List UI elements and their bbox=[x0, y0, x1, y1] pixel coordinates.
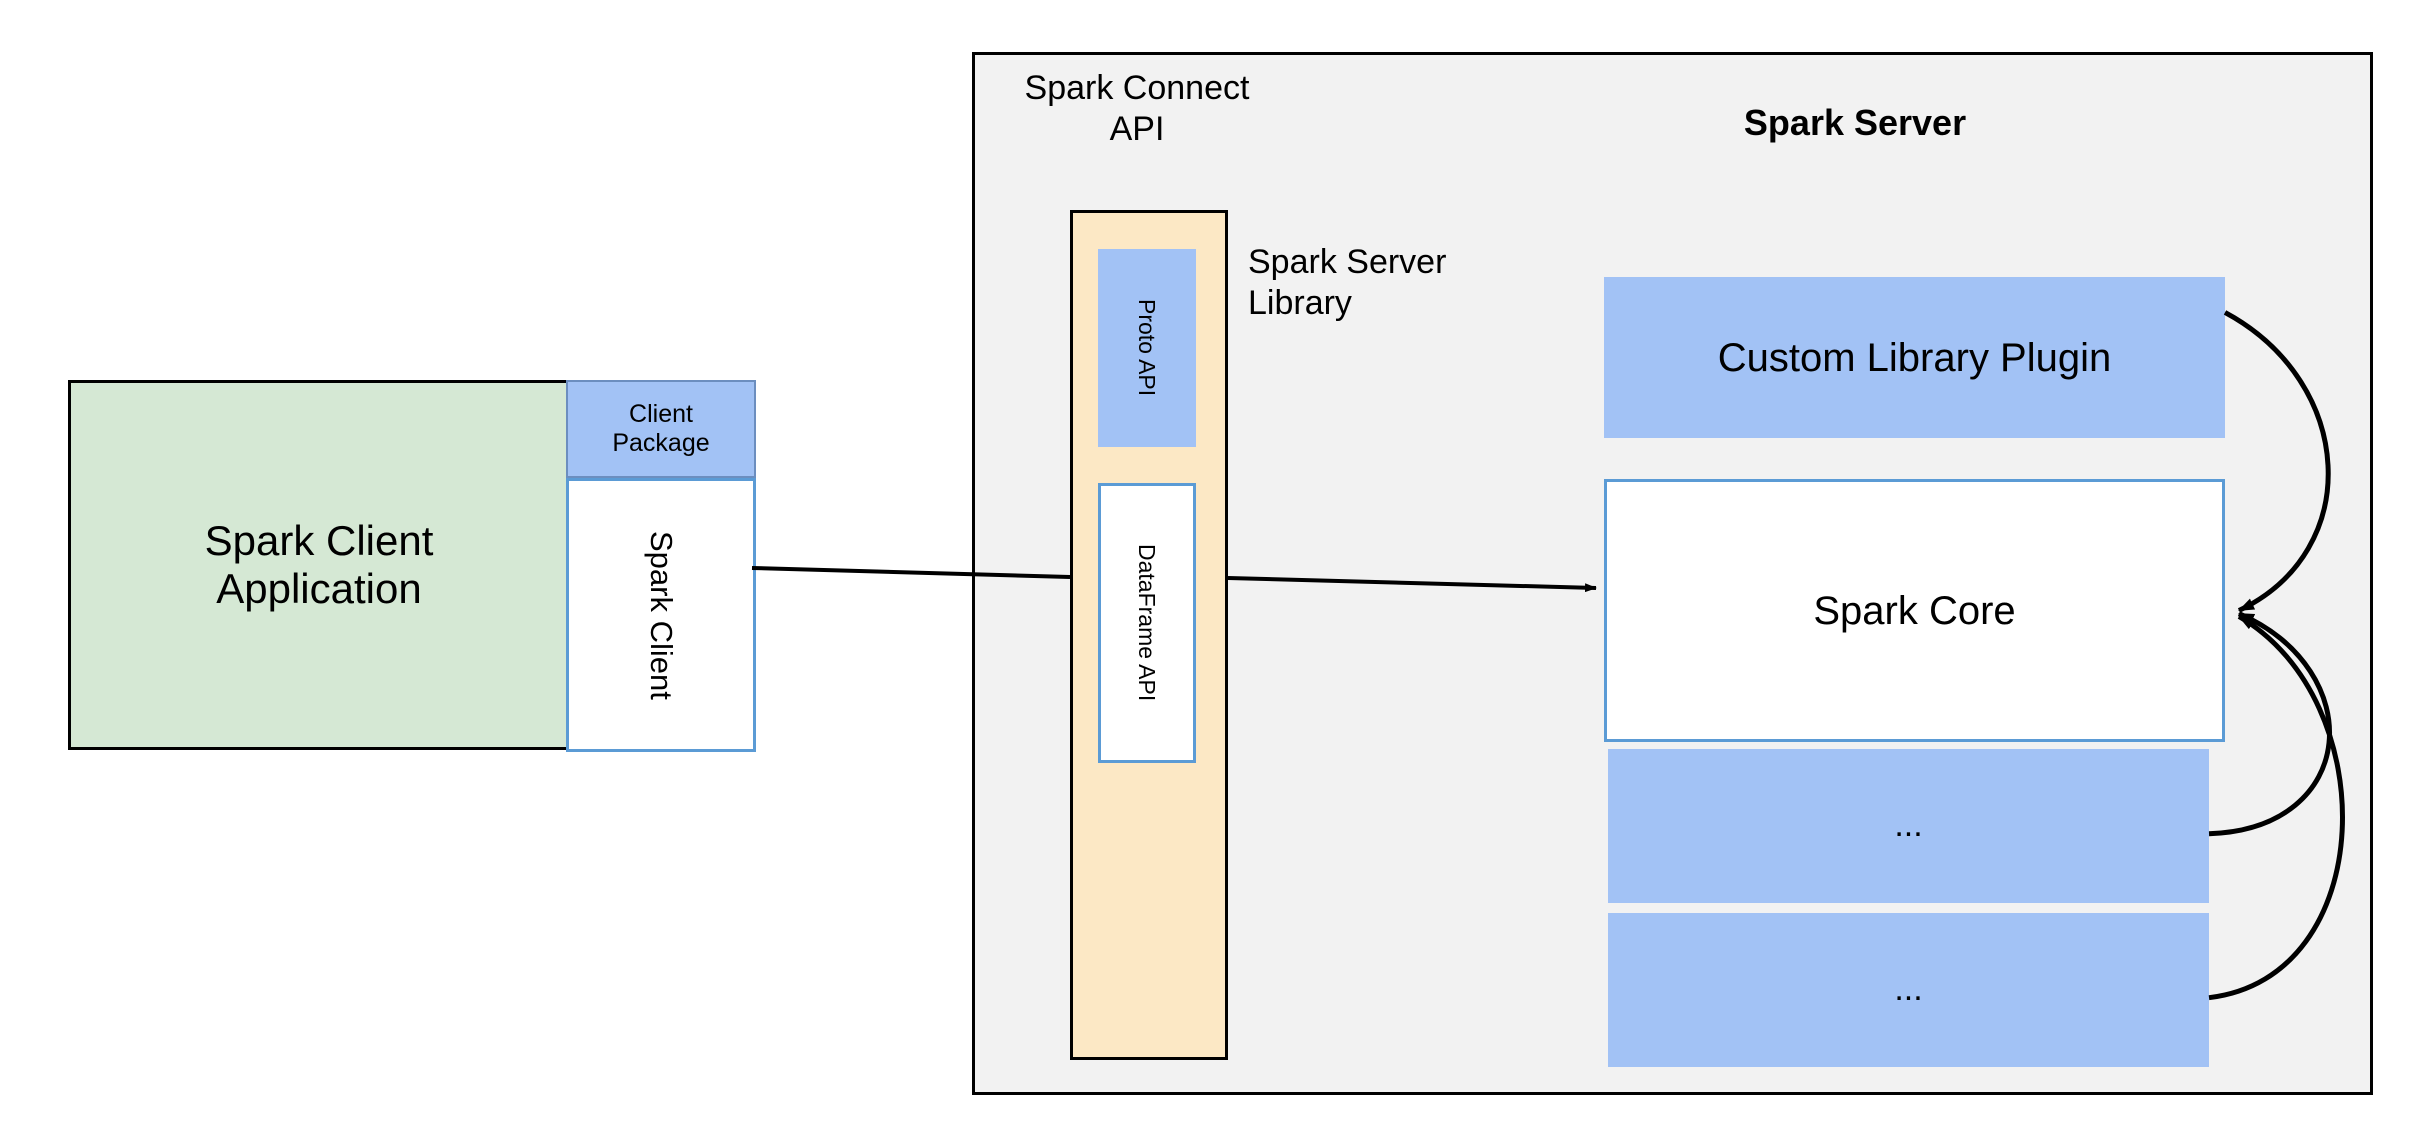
spark-server-library-label: Spark Server Library bbox=[1248, 243, 1447, 322]
server-component-ellipsis-2[interactable]: ... bbox=[1608, 913, 2209, 1067]
spark-client-box[interactable]: Spark Client bbox=[566, 478, 756, 752]
proto-api-label: Proto API bbox=[1134, 299, 1161, 397]
spark-client-label: Spark Client bbox=[643, 530, 679, 700]
ellipsis-label: ... bbox=[1894, 806, 1923, 845]
spark-client-application-label: Spark Client Application bbox=[204, 516, 434, 612]
client-package-label: Client Package bbox=[612, 400, 710, 457]
spark-connect-api-label: Spark Connect API bbox=[1024, 69, 1250, 148]
server-component-ellipsis-1[interactable]: ... bbox=[1608, 749, 2209, 903]
custom-library-plugin-box[interactable]: Custom Library Plugin bbox=[1604, 277, 2225, 438]
spark-client-application-box[interactable]: Spark Client Application bbox=[68, 380, 570, 750]
proto-api-box[interactable]: Proto API bbox=[1098, 249, 1196, 447]
spark-core-box[interactable]: Spark Core bbox=[1604, 479, 2225, 742]
dataframe-api-label: DataFrame API bbox=[1134, 544, 1161, 702]
ellipsis-label: ... bbox=[1894, 970, 1923, 1009]
client-package-box[interactable]: Client Package bbox=[566, 380, 756, 478]
spark-server-title: Spark Server bbox=[1743, 102, 1967, 143]
custom-library-plugin-label: Custom Library Plugin bbox=[1717, 335, 2112, 380]
spark-core-label: Spark Core bbox=[1813, 588, 2016, 633]
dataframe-api-box[interactable]: DataFrame API bbox=[1098, 483, 1196, 763]
